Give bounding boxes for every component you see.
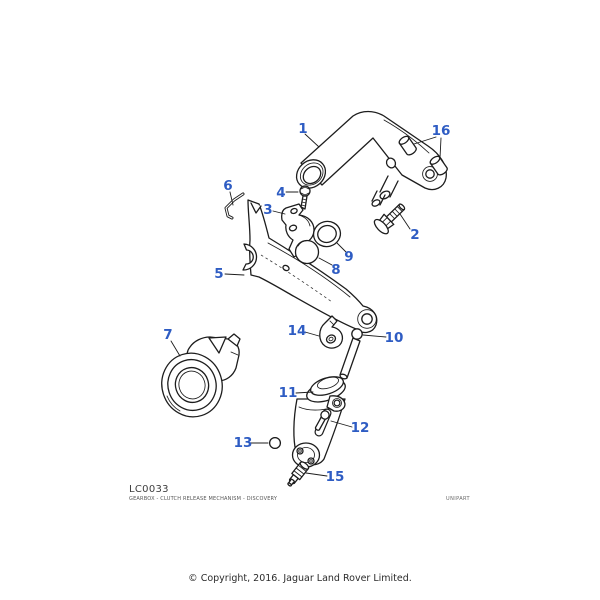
callout-7: 7	[163, 327, 181, 357]
callout-4: 4	[276, 185, 299, 201]
part-10-push-rod	[339, 328, 363, 380]
callout-2-label: 2	[410, 227, 419, 243]
callout-15-label: 15	[326, 469, 345, 485]
callout-13: 13	[234, 435, 269, 451]
part-16-bushes	[398, 135, 448, 176]
part-15-bleed-screw	[287, 461, 310, 487]
part-8-bush	[294, 239, 320, 265]
callout-1: 1	[298, 121, 320, 148]
diagram-code: LC0033	[129, 484, 169, 495]
callout-11-label: 11	[279, 385, 298, 401]
part-12-piston-pin	[314, 408, 332, 437]
callout-3-label: 3	[263, 202, 272, 218]
callout-6-label: 6	[223, 178, 232, 194]
copyright-line: © Copyright, 2016. Jaguar Land Rover Lim…	[188, 573, 412, 584]
callout-9: 9	[336, 242, 354, 265]
callout-3: 3	[263, 202, 286, 218]
callout-14-label: 14	[288, 323, 307, 339]
callout-8-label: 8	[331, 262, 340, 278]
callout-14: 14	[288, 323, 320, 339]
callout-7-label: 7	[163, 327, 172, 343]
part-2-bolt	[373, 203, 406, 235]
callout-5: 5	[214, 266, 245, 282]
part-1-pivot-housing	[295, 110, 447, 207]
part-14-keeper-plate	[319, 315, 344, 349]
callout-16-label: 16	[432, 123, 451, 139]
part-13-cap	[268, 436, 282, 450]
part-9-o-ring	[312, 220, 342, 248]
part-7-release-bearing	[161, 333, 241, 418]
callout-4-label: 4	[276, 185, 285, 201]
callout-10-label: 10	[385, 330, 404, 346]
callout-5-label: 5	[214, 266, 223, 282]
callout-6: 6	[223, 178, 234, 206]
part-6-spring-clip	[224, 192, 245, 220]
diagram-subtitle: GEARBOX - CLUTCH RELEASE MECHANISM - DIS…	[129, 496, 278, 502]
callout-16: 16	[413, 123, 451, 159]
callout-9-label: 9	[344, 249, 353, 265]
part-4-pivot-screw	[299, 185, 311, 210]
callout-1-label: 1	[298, 121, 307, 137]
callout-13-label: 13	[234, 435, 253, 451]
brand-mark: UNIPART	[446, 496, 471, 502]
callout-15: 15	[305, 469, 345, 485]
callout-12: 12	[330, 420, 370, 436]
callout-8: 8	[318, 257, 341, 278]
callout-2: 2	[399, 213, 420, 243]
callout-11: 11	[279, 385, 314, 401]
callout-10: 10	[362, 330, 404, 346]
callout-12-label: 12	[351, 420, 370, 436]
